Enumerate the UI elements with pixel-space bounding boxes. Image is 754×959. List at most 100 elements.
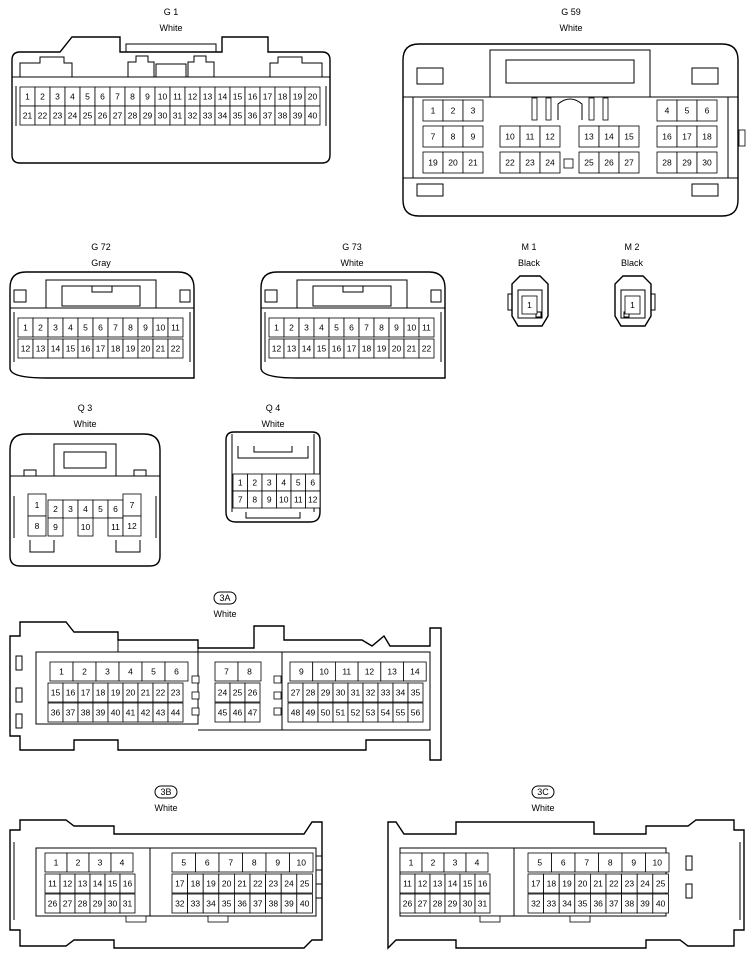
pin-number: 34 <box>396 688 406 698</box>
pin-number: 27 <box>113 111 123 121</box>
pin-cavity <box>237 661 262 682</box>
pin-number: 16 <box>248 92 258 102</box>
pin-number: 31 <box>173 111 183 121</box>
pin-cavity <box>462 151 484 174</box>
pin-number: 4 <box>83 504 88 514</box>
g1-color: White <box>159 23 182 33</box>
pin-number: 3 <box>304 323 309 333</box>
q4-color: White <box>261 419 284 429</box>
pin-number: 10 <box>407 323 417 333</box>
pin-number: 12 <box>127 521 137 531</box>
pin-number: 31 <box>123 899 133 909</box>
pin-cavity <box>539 151 561 174</box>
pin-number: 20 <box>578 879 588 889</box>
pin-cavity <box>696 125 718 148</box>
pin-number: 20 <box>141 344 151 354</box>
pin-number: 20 <box>222 879 232 889</box>
pin-number: 3 <box>267 478 272 488</box>
pin-number: 30 <box>158 111 168 121</box>
pin-cavity <box>305 490 321 509</box>
pin-number: 8 <box>252 495 257 505</box>
pin-number: 33 <box>203 111 213 121</box>
pin-number: 23 <box>525 158 535 168</box>
pin-cavity <box>110 852 134 873</box>
pin-number: 52 <box>351 708 361 718</box>
pin-number: 15 <box>463 879 473 889</box>
g59-id: G 59 <box>561 7 581 17</box>
pin-number: 19 <box>428 158 438 168</box>
pin-cavity <box>296 893 313 914</box>
pin-number: 18 <box>547 879 557 889</box>
pin-number: 54 <box>381 708 391 718</box>
pin-number: 7 <box>431 132 436 142</box>
pin-number: 32 <box>531 899 541 909</box>
pin-number: 23 <box>269 879 279 889</box>
pin-number: 11 <box>171 323 180 333</box>
pin-number: 6 <box>310 478 315 488</box>
pin-number: 29 <box>143 111 153 121</box>
pin-cavity <box>462 99 484 122</box>
3c-id: 3C <box>537 787 549 797</box>
pin-number: 6 <box>100 92 105 102</box>
q4-id: Q 4 <box>266 403 281 413</box>
pin-number: 18 <box>362 344 372 354</box>
pin-number: 15 <box>108 879 118 889</box>
pin-number: 24 <box>284 879 294 889</box>
pin-number: 21 <box>156 344 166 354</box>
pin-number: 18 <box>278 92 288 102</box>
pin-number: 13 <box>287 344 297 354</box>
pin-number: 1 <box>25 92 30 102</box>
pin-number: 33 <box>381 688 391 698</box>
pin-number: 7 <box>130 500 135 510</box>
pin-number: 25 <box>584 158 594 168</box>
pin-number: 21 <box>593 879 603 889</box>
pin-number: 3 <box>53 323 58 333</box>
pin-number: 1 <box>23 323 28 333</box>
pin-number: 30 <box>336 688 346 698</box>
pin-number: 39 <box>284 899 294 909</box>
pin-number: 6 <box>98 323 103 333</box>
pin-number: 51 <box>336 708 346 718</box>
pin-number: 10 <box>156 323 166 333</box>
pin-cavity <box>696 151 718 174</box>
pin-cavity <box>167 682 184 703</box>
pin-number: 16 <box>123 879 133 889</box>
pin-number: 5 <box>537 858 542 868</box>
pin-number: 1 <box>409 858 414 868</box>
connector-g59 <box>402 43 746 217</box>
pin-number: 1 <box>431 106 436 116</box>
pin-number: 1 <box>527 300 532 310</box>
q3-id: Q 3 <box>78 403 93 413</box>
pin-number: 40 <box>656 899 666 909</box>
pin-number: 7 <box>364 323 369 333</box>
pin-number: 10 <box>319 667 329 677</box>
pin-number: 17 <box>96 344 106 354</box>
pin-number: 6 <box>349 323 354 333</box>
pin-number: 11 <box>342 667 351 677</box>
pin-number: 19 <box>206 879 216 889</box>
pin-number: 31 <box>478 899 488 909</box>
pin-number: 15 <box>624 132 634 142</box>
3a-id: 3A <box>219 593 230 603</box>
pin-number: 30 <box>108 899 118 909</box>
3b-color: White <box>154 803 177 813</box>
pin-number: 1 <box>238 478 243 488</box>
pin-number: 44 <box>171 708 181 718</box>
pin-number: 22 <box>171 344 181 354</box>
pin-number: 17 <box>263 92 273 102</box>
pin-number: 7 <box>584 858 589 868</box>
pin-number: 40 <box>308 111 318 121</box>
pin-number: 9 <box>145 92 150 102</box>
pin-cavity <box>521 295 538 315</box>
pin-number: 20 <box>126 688 136 698</box>
pin-number: 15 <box>317 344 327 354</box>
pin-number: 46 <box>233 708 243 718</box>
pin-number: 22 <box>505 158 515 168</box>
pin-number: 6 <box>561 858 566 868</box>
pin-number: 6 <box>205 858 210 868</box>
pin-number: 8 <box>451 132 456 142</box>
pin-number: 29 <box>321 688 331 698</box>
3a-color: White <box>213 609 236 619</box>
pin-number: 32 <box>188 111 198 121</box>
